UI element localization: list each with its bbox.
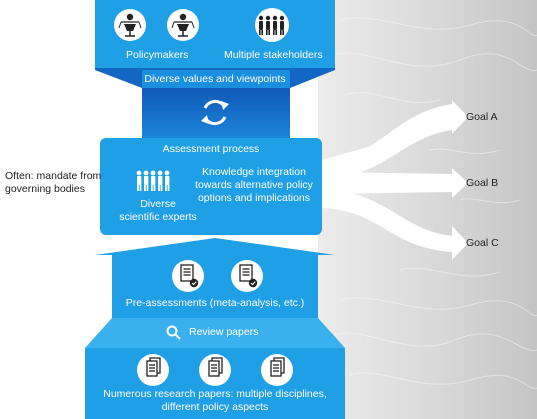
viewpoints-label: Diverse values and viewpoints [144,73,286,85]
pre-assessments-arrow [95,238,335,318]
refresh-connector [142,88,290,138]
process-title: Assessment process [162,143,260,155]
pre-assessments-label: Pre-assessments (meta-analysis, etc.) [125,297,305,309]
document-icon [199,354,231,386]
experts-line1: Diverse [140,198,176,210]
goal-b-label: Goal B [466,177,499,189]
assessment-box [100,138,322,235]
goal-b-branch [322,172,452,194]
goal-c-branch [322,190,452,252]
review-papers-label: Review papers [189,326,259,338]
contour-lines [329,17,537,389]
goal-c-label: Goal C [466,237,499,249]
integration-line1: Knowledge integration [202,166,306,178]
research-line1: Numerous research papers: multiple disci… [103,388,327,400]
stakeholders-label: Multiple stakeholders [224,49,323,61]
document-icon [261,354,293,386]
mandate-line1: Often: mandate from [5,170,102,182]
integration-line2: towards alternative policy [195,179,313,191]
research-line2: different policy aspects [161,401,269,413]
goal-a-label: Goal A [466,111,498,123]
integration-line3: options and implications [197,192,311,204]
mandate-line2: governing bodies [5,183,85,195]
experts-group-icon [136,170,170,191]
search-icon [166,325,181,340]
experts-line2: scientific experts [119,211,197,223]
review-papers-trapezoid [85,318,345,348]
policymakers-label: Policymakers [126,49,189,61]
document-icon [137,354,169,386]
